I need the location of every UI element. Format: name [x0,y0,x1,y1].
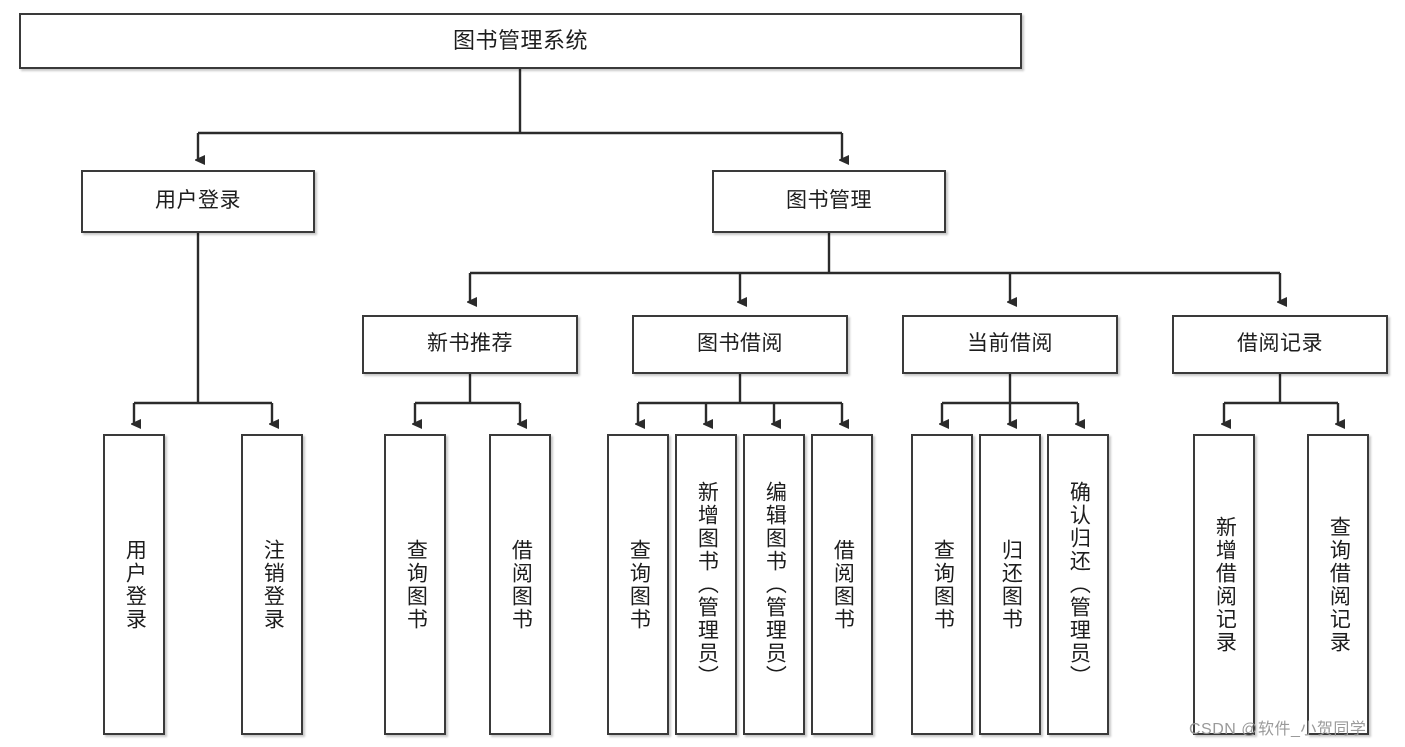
node-book-borrow[interactable]: 图书借阅 [632,315,848,374]
node-leaf-query-book-3-label: 查询图书 [931,538,955,631]
node-leaf-borrow-book-2[interactable]: 借阅图书 [811,434,873,735]
node-leaf-confirm-return[interactable]: 确认归还（管理员） [1047,434,1109,735]
node-leaf-confirm-return-label: 确认归还（管理员） [1067,481,1091,688]
node-leaf-return-book[interactable]: 归还图书 [979,434,1041,735]
node-leaf-query-book-2[interactable]: 查询图书 [607,434,669,735]
node-leaf-query-record[interactable]: 查询借阅记录 [1307,434,1369,735]
node-book-borrow-label: 图书借阅 [697,332,783,356]
node-leaf-add-book-label: 新增图书（管理员） [695,481,719,688]
node-user-login[interactable]: 用户登录 [81,170,315,233]
node-new-book-recommend[interactable]: 新书推荐 [362,315,578,374]
node-leaf-user-login[interactable]: 用户登录 [103,434,165,735]
node-book-management[interactable]: 图书管理 [712,170,946,233]
node-leaf-borrow-book-1[interactable]: 借阅图书 [489,434,551,735]
node-leaf-edit-book[interactable]: 编辑图书（管理员） [743,434,805,735]
node-book-management-label: 图书管理 [786,189,872,213]
node-borrow-record[interactable]: 借阅记录 [1172,315,1388,374]
node-leaf-return-book-label: 归还图书 [999,538,1023,631]
node-borrow-record-label: 借阅记录 [1237,332,1323,356]
node-leaf-add-record[interactable]: 新增借阅记录 [1193,434,1255,735]
node-leaf-query-record-label: 查询借阅记录 [1327,515,1351,654]
node-leaf-add-book[interactable]: 新增图书（管理员） [675,434,737,735]
node-leaf-user-login-label: 用户登录 [123,538,147,631]
node-leaf-query-book-1-label: 查询图书 [404,538,428,631]
node-leaf-borrow-book-2-label: 借阅图书 [831,538,855,631]
node-leaf-query-book-1[interactable]: 查询图书 [384,434,446,735]
node-leaf-edit-book-label: 编辑图书（管理员） [763,481,787,688]
node-leaf-user-logout-label: 注销登录 [261,538,285,631]
node-leaf-user-logout[interactable]: 注销登录 [241,434,303,735]
node-leaf-query-book-2-label: 查询图书 [627,538,651,631]
node-new-book-recommend-label: 新书推荐 [427,332,513,356]
node-leaf-add-record-label: 新增借阅记录 [1213,515,1237,654]
node-leaf-query-book-3[interactable]: 查询图书 [911,434,973,735]
node-leaf-borrow-book-1-label: 借阅图书 [509,538,533,631]
node-root[interactable]: 图书管理系统 [19,13,1022,69]
node-user-login-label: 用户登录 [155,189,241,213]
node-current-borrow[interactable]: 当前借阅 [902,315,1118,374]
node-current-borrow-label: 当前借阅 [967,332,1053,356]
node-root-label: 图书管理系统 [452,28,588,54]
